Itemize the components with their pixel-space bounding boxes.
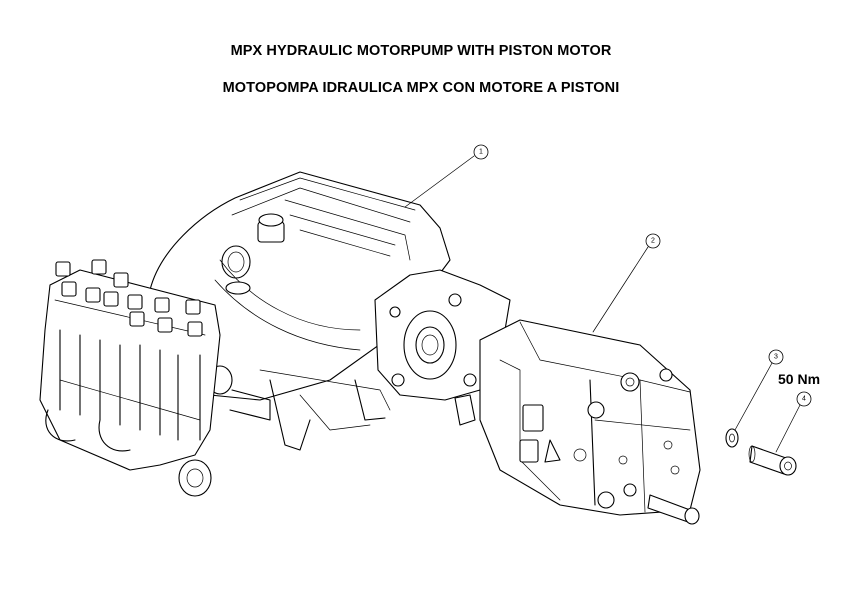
callout-2-label: 2 xyxy=(651,238,655,245)
callout-4-balloon xyxy=(796,391,812,407)
piston-motor xyxy=(454,319,701,525)
title-english: MPX HYDRAULIC MOTORPUMP WITH PISTON MOTO… xyxy=(230,43,612,59)
pump-body xyxy=(149,171,451,451)
callout-4-label: 4 xyxy=(802,396,806,403)
torque-note: 50 Nm xyxy=(778,371,821,387)
coupling-flange xyxy=(374,269,511,401)
callout-2-balloon xyxy=(645,233,661,249)
callout-3-label: 3 xyxy=(774,354,778,361)
title-italian: MOTOPOMPA IDRAULICA MPX CON MOTORE A PIS… xyxy=(222,80,620,96)
bolt xyxy=(748,445,797,476)
callout-3-balloon xyxy=(768,349,784,365)
valve-caps xyxy=(55,259,203,337)
pump-manifold xyxy=(39,259,221,497)
callout-1-balloon xyxy=(473,144,489,160)
washer xyxy=(725,428,739,448)
callout-1-label: 1 xyxy=(479,149,483,156)
callouts: 1 2 3 4 xyxy=(404,144,812,453)
